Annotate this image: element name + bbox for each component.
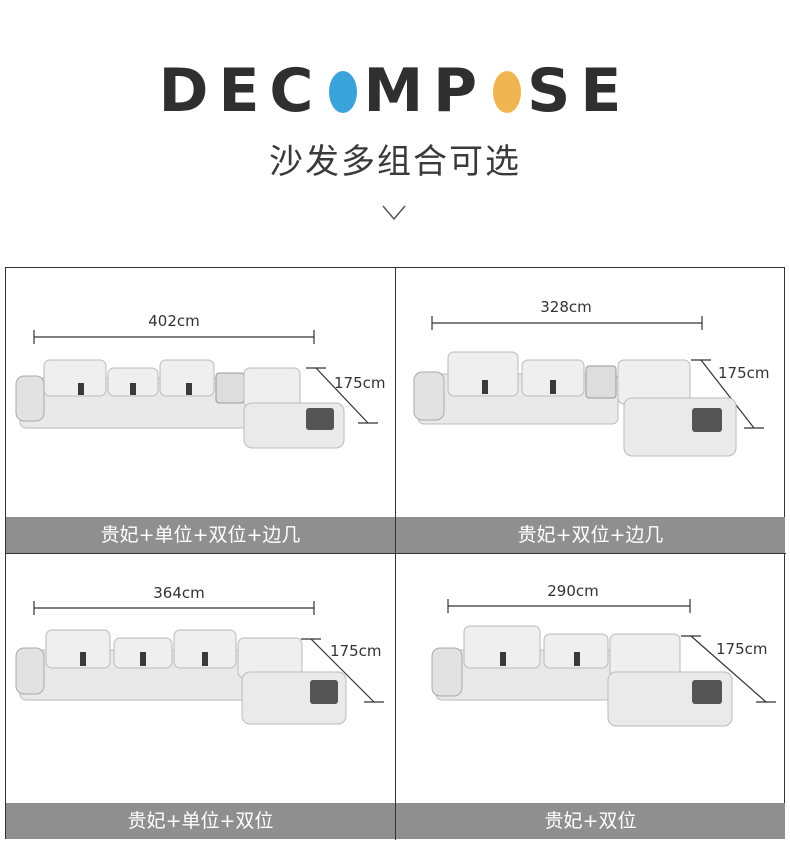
chaise-back — [617, 359, 691, 405]
sofa-armrest — [413, 371, 445, 421]
sofa-armrest — [15, 647, 45, 695]
header: DEC MP SE 沙发多组合可选 — [0, 0, 790, 265]
grid-divider-vertical — [395, 268, 396, 840]
chevron-down-icon — [382, 205, 406, 221]
sofa-headrest — [45, 629, 111, 669]
chaise-back — [243, 367, 301, 409]
sofa — [413, 351, 737, 457]
sofa-headrest — [173, 629, 237, 669]
sofa-headrest — [463, 625, 541, 669]
sofa-armrest — [431, 647, 463, 697]
panel-caption: 贵妃+双位+边几 — [396, 517, 785, 553]
sofa-accent — [550, 380, 556, 394]
sofa-headrest — [521, 359, 585, 397]
combo-grid: 402cm 175cm 贵妃+单位+双位+边几 — [5, 267, 786, 840]
panel-caption: 贵妃+单位+双位+边几 — [6, 517, 395, 553]
depth-label: 175cm — [334, 374, 386, 392]
depth-label: 175cm — [330, 642, 382, 660]
panel-364cm[interactable]: 364cm 175cm 贵妃+单位+双位 — [6, 554, 395, 839]
panel-402cm[interactable]: 402cm 175cm 贵妃+单位+双位+边几 — [6, 268, 395, 553]
side-table — [585, 365, 617, 399]
sofa-accent — [202, 652, 208, 666]
sofa-drawing: 290cm 175cm — [431, 582, 776, 727]
blue-o-icon — [329, 71, 358, 113]
sofa — [15, 359, 345, 449]
sofa-headrest — [107, 367, 159, 397]
sofa-headrest — [43, 359, 107, 397]
sofa-accent — [78, 383, 84, 395]
sofa-accent — [140, 652, 146, 666]
sofa-headrest — [447, 351, 519, 397]
chaise-storage — [692, 408, 722, 432]
depth-line — [315, 367, 369, 424]
grid-divider-horizontal — [6, 553, 786, 554]
depth-label: 175cm — [716, 640, 768, 658]
sofa-accent — [130, 383, 136, 395]
width-label: 328cm — [540, 298, 592, 316]
chaise-back — [609, 633, 681, 679]
panel-caption: 贵妃+单位+双位 — [6, 803, 395, 839]
width-label: 402cm — [148, 312, 200, 330]
sofa-headrest — [543, 633, 609, 669]
sofa-accent — [500, 652, 506, 666]
sofa-accent — [482, 380, 488, 394]
depth-line — [310, 638, 375, 703]
sofa-drawing: 402cm 175cm — [15, 312, 386, 449]
chaise-storage — [692, 680, 722, 704]
panel-caption: 贵妃+双位 — [396, 803, 785, 839]
sofa-accent — [80, 652, 86, 666]
panel-290cm[interactable]: 290cm 175cm 贵妃+双位 — [396, 554, 785, 839]
sofa-headrest — [159, 359, 215, 397]
width-label: 364cm — [153, 584, 205, 602]
sofa-armrest — [15, 375, 45, 422]
chaise-storage — [310, 680, 338, 704]
sofa-accent — [574, 652, 580, 666]
depth-label: 175cm — [718, 364, 770, 382]
sofa — [431, 625, 733, 727]
depth-line — [690, 635, 767, 703]
sofa-accent — [186, 383, 192, 395]
title-part-2: MP — [363, 56, 488, 126]
width-label: 290cm — [547, 582, 599, 600]
side-table — [215, 372, 245, 404]
sofa-drawing: 328cm 175cm — [413, 298, 770, 457]
chaise-storage — [306, 408, 334, 430]
subtitle: 沙发多组合可选 — [269, 142, 521, 182]
title-part-3: SE — [527, 56, 632, 126]
sofa-drawing: 364cm 175cm — [15, 584, 384, 725]
page-title: DEC MP SE — [0, 56, 790, 126]
yellow-o-icon — [493, 71, 522, 113]
depth-line — [700, 359, 755, 429]
title-part-1: DEC — [158, 56, 324, 126]
sofa — [15, 629, 347, 725]
panel-328cm[interactable]: 328cm 175cm 贵妃+双位+边几 — [396, 268, 785, 553]
